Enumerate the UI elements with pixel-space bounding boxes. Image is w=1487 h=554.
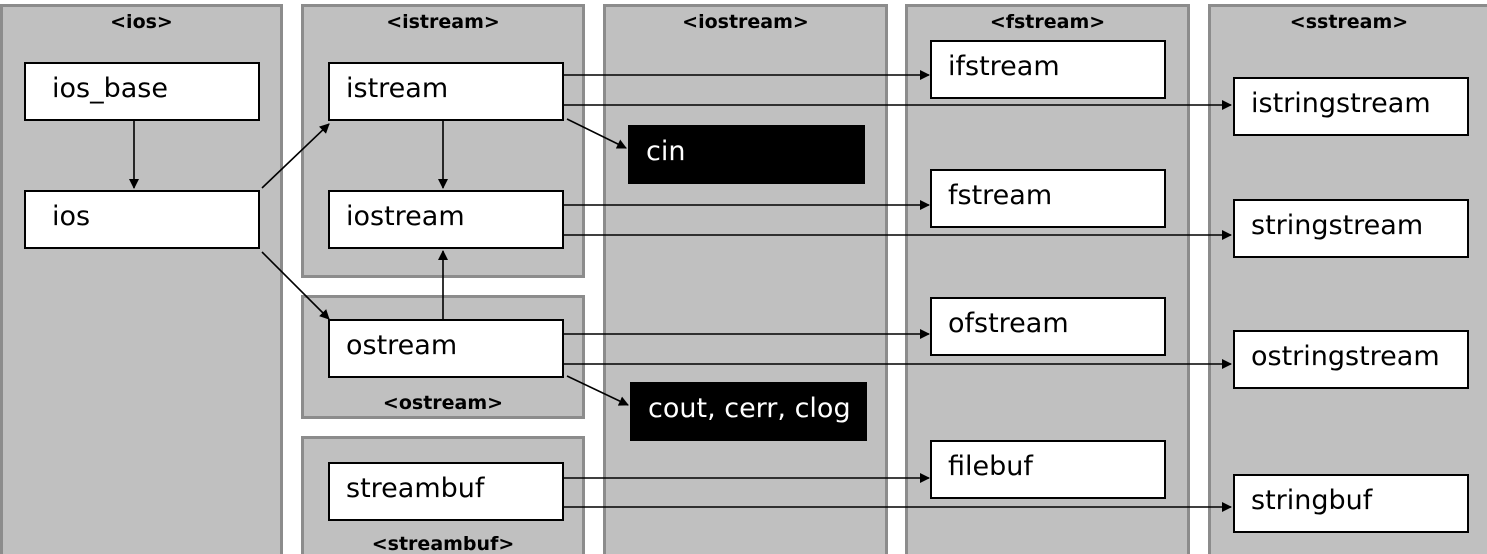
object-cout-cerr-clog: cout, cerr, clog	[630, 382, 867, 441]
class-ofstream: ofstream	[930, 297, 1166, 356]
panel-title-ostream: <ostream>	[382, 392, 504, 414]
class-istream: istream	[328, 62, 564, 121]
object-cin: cin	[628, 125, 865, 184]
class-fstream: fstream	[930, 169, 1166, 228]
panel-title-ios: <ios>	[110, 11, 173, 33]
class-ios: ios	[24, 190, 260, 249]
class-stringbuf: stringbuf	[1233, 474, 1469, 533]
class-ostream: ostream	[328, 319, 564, 378]
class-istringstream: istringstream	[1233, 77, 1469, 136]
class-ostringstream: ostringstream	[1233, 330, 1469, 389]
class-ifstream: ifstream	[930, 40, 1166, 99]
panel-iostream: <iostream>	[603, 4, 888, 554]
class-iostream: iostream	[328, 190, 564, 249]
panel-title-fstream: <fstream>	[989, 11, 1106, 33]
class-stringstream: stringstream	[1233, 199, 1469, 258]
panel-title-iostream: <iostream>	[682, 11, 809, 33]
class-streambuf: streambuf	[328, 462, 564, 521]
panel-title-sstream: <sstream>	[1289, 11, 1409, 33]
panel-title-istream: <istream>	[386, 11, 500, 33]
class-filebuf: filebuf	[930, 440, 1166, 499]
class-ios_base: ios_base	[24, 62, 260, 121]
panel-title-streambuf: <streambuf>	[371, 533, 515, 554]
